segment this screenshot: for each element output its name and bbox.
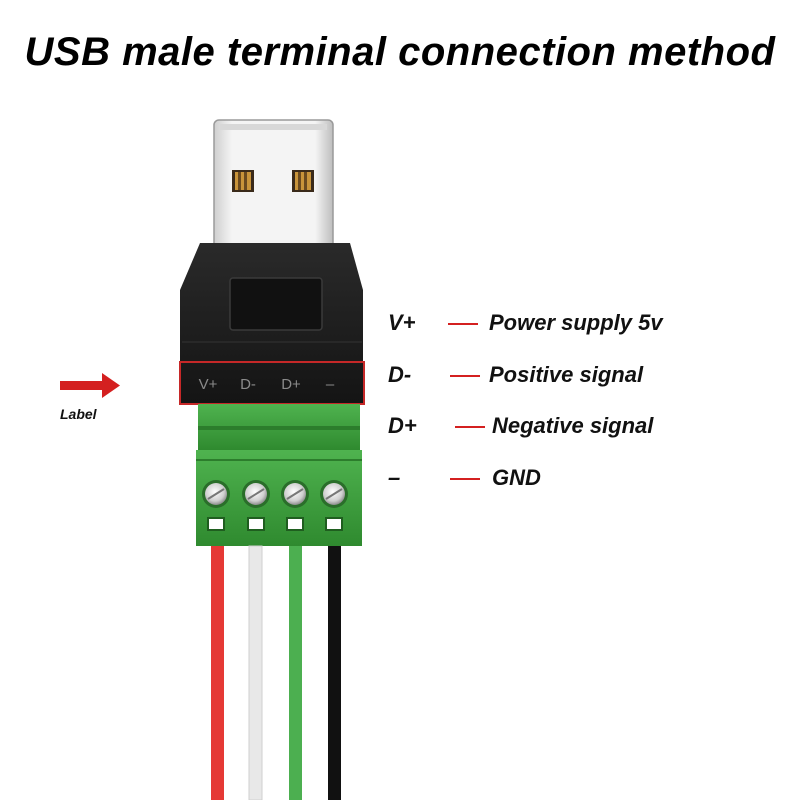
terminal-screw xyxy=(281,480,309,531)
diagram-title: USB male terminal connection method xyxy=(24,30,776,74)
pin-name: D+ xyxy=(388,413,417,438)
port-label: – xyxy=(326,376,335,393)
legend-dash xyxy=(450,478,480,480)
pin-description: Positive signal xyxy=(489,362,644,387)
plug-contact-right xyxy=(292,170,314,192)
legend-dash xyxy=(455,426,485,428)
port-label: D+ xyxy=(281,376,301,393)
pin-description: GND xyxy=(492,465,541,490)
pin-description: Negative signal xyxy=(492,413,654,438)
port-label: V+ xyxy=(199,376,218,393)
wire-white xyxy=(248,545,263,800)
plug-contact-left xyxy=(232,170,254,192)
wire-green xyxy=(289,546,302,800)
usb-plug xyxy=(213,119,334,251)
pin-name: V+ xyxy=(388,310,416,335)
wire-black xyxy=(328,546,341,800)
black-housing: V+ D- D+ – xyxy=(179,243,365,405)
wire-red xyxy=(211,546,224,800)
terminal-screw xyxy=(242,480,270,531)
wires xyxy=(211,545,341,800)
green-terminal-block xyxy=(196,404,362,546)
terminal-screw xyxy=(202,480,230,531)
label-arrow-icon xyxy=(60,373,120,398)
pin-description: Power supply 5v xyxy=(489,310,663,335)
label-arrow-text: Label xyxy=(60,406,97,422)
pin-name: D- xyxy=(388,362,412,387)
port-label: D- xyxy=(240,376,256,393)
pin-name: – xyxy=(388,465,401,490)
terminal-screw xyxy=(320,480,348,531)
legend-dash xyxy=(448,323,478,325)
legend-dash xyxy=(450,375,480,377)
